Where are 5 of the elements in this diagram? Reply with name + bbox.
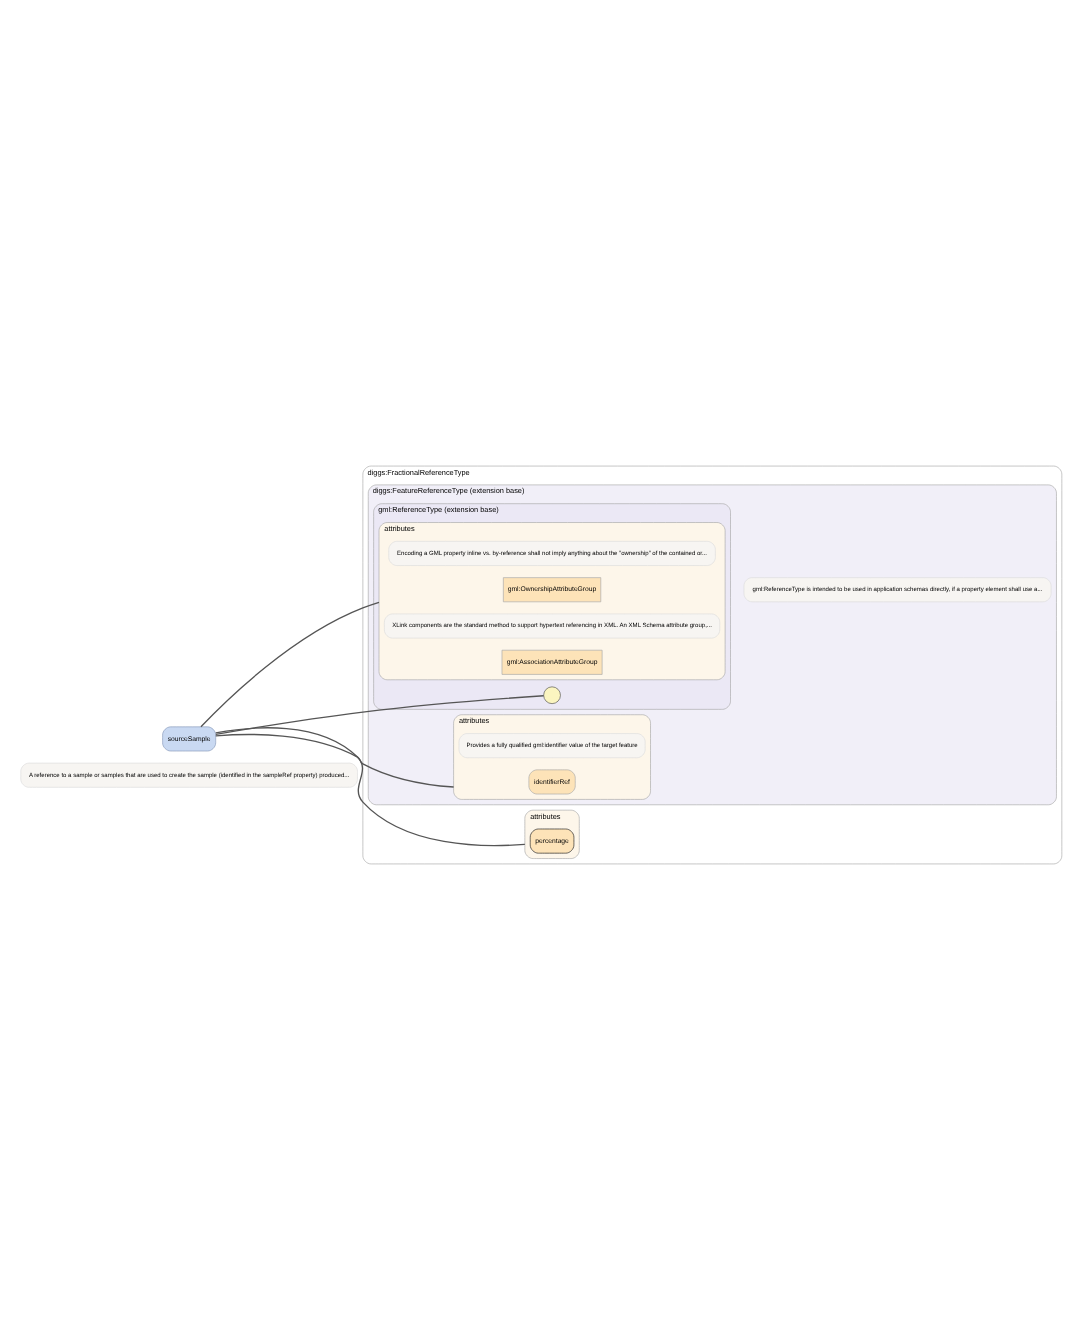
connector — [215, 727, 526, 847]
connector — [215, 733, 455, 788]
connector — [200, 601, 380, 728]
connector — [215, 695, 545, 735]
node-circle — [543, 686, 561, 704]
